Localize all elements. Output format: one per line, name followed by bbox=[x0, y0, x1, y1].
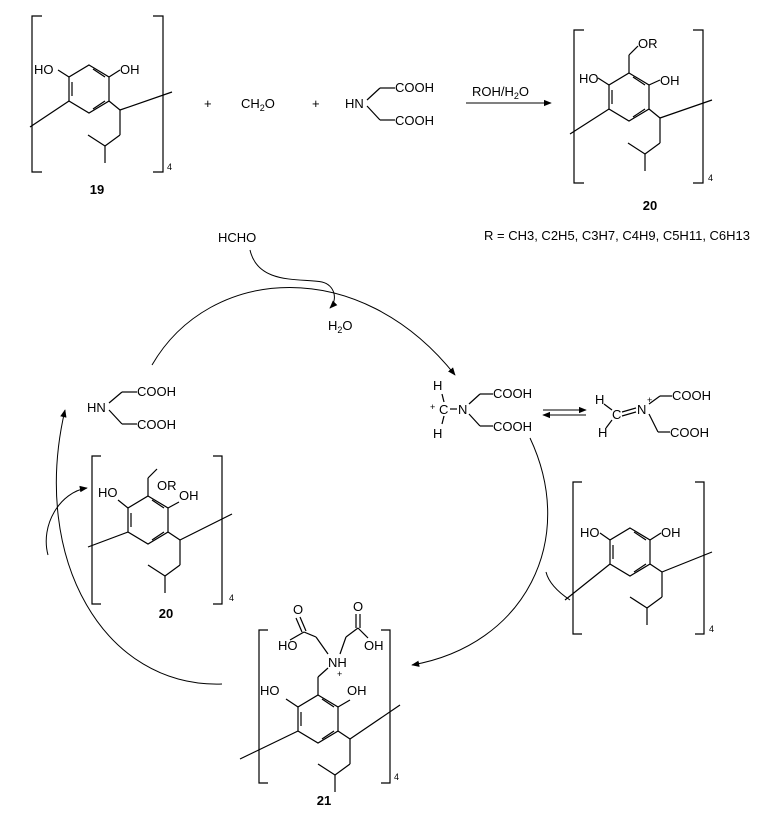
label-ho: HO bbox=[580, 525, 600, 540]
svg-text:COOH: COOH bbox=[395, 80, 434, 95]
formaldehyde: CH2O bbox=[241, 96, 275, 113]
label-oh: OH bbox=[660, 73, 680, 88]
svg-text:COOH: COOH bbox=[493, 419, 532, 434]
svg-text:N: N bbox=[637, 402, 646, 417]
svg-text:H: H bbox=[433, 378, 442, 393]
reaction-arrow: ROH/H2O bbox=[466, 84, 552, 107]
compound-21: NH + O HO O OH HO OH 4 21 bbox=[239, 599, 401, 808]
compound-label-20: 20 bbox=[643, 198, 657, 213]
substrate-19-cycle: HO OH 4 bbox=[564, 481, 714, 635]
charge-plus: + bbox=[337, 669, 342, 679]
label-ho: HO bbox=[98, 485, 118, 500]
compound-20-cycle: OR HO OH 4 20 bbox=[87, 455, 234, 621]
plus-sign: + bbox=[312, 96, 320, 111]
label-oh: OH bbox=[179, 488, 199, 503]
svg-text:+: + bbox=[430, 402, 435, 412]
cycle-arrow-left bbox=[56, 409, 223, 685]
bracket-left bbox=[258, 629, 268, 784]
repeat-count: 4 bbox=[708, 173, 713, 183]
carbocation-intermediate: H + C H N COOH COOH bbox=[430, 378, 532, 441]
bracket-left bbox=[572, 481, 582, 635]
bracket-left bbox=[573, 29, 584, 184]
svg-text:+: + bbox=[647, 395, 652, 405]
bracket-left bbox=[31, 15, 42, 173]
bracket-right bbox=[153, 15, 164, 173]
resorcinol-ring bbox=[297, 694, 339, 744]
compound-19: HO OH 4 19 bbox=[29, 15, 173, 197]
compound-label-19: 19 bbox=[90, 182, 104, 197]
svg-text:COOH: COOH bbox=[137, 384, 176, 399]
label-or: OR bbox=[157, 478, 177, 493]
compound-label-21: 21 bbox=[317, 793, 331, 808]
svg-text:COOH: COOH bbox=[493, 386, 532, 401]
svg-text:HN: HN bbox=[345, 96, 364, 111]
iminodiacetic-acid-top: HN COOH COOH bbox=[345, 80, 434, 128]
iminodiacetic-acid-cycle: HN COOH COOH bbox=[87, 384, 176, 432]
iminium-intermediate: H H C N + COOH COOH bbox=[595, 388, 711, 440]
cycle-arrow-right bbox=[411, 437, 549, 667]
svg-text:ROH/H2O: ROH/H2O bbox=[472, 84, 529, 101]
label-oh: OH bbox=[661, 525, 681, 540]
substrate-entry-arrow bbox=[545, 571, 571, 601]
resorcinol-ring bbox=[609, 527, 651, 577]
svg-text:CH2O: CH2O bbox=[241, 96, 275, 113]
bracket-left bbox=[91, 455, 101, 605]
label-or: OR bbox=[638, 36, 658, 51]
plus-sign: + bbox=[204, 96, 212, 111]
svg-text:COOH: COOH bbox=[137, 417, 176, 432]
bracket-right bbox=[693, 29, 704, 184]
repeat-count: 4 bbox=[167, 162, 172, 172]
label-oh: OH bbox=[347, 683, 367, 698]
svg-text:C: C bbox=[439, 402, 448, 417]
bracket-right bbox=[213, 455, 223, 605]
svg-text:HO: HO bbox=[278, 638, 298, 653]
equilibrium-arrows bbox=[542, 406, 587, 419]
svg-text:O: O bbox=[293, 602, 303, 617]
label-oh: OH bbox=[120, 62, 140, 77]
cycle-arrow-top bbox=[151, 287, 456, 376]
repeat-count: 4 bbox=[394, 772, 399, 782]
svg-text:OH: OH bbox=[364, 638, 384, 653]
resorcinol-ring bbox=[68, 64, 110, 114]
svg-text:H: H bbox=[598, 425, 607, 440]
svg-text:HN: HN bbox=[87, 400, 106, 415]
compound-label-20: 20 bbox=[159, 606, 173, 621]
hcho-label: HCHO bbox=[218, 230, 256, 245]
resorcinol-ring bbox=[608, 72, 650, 122]
svg-text:COOH: COOH bbox=[670, 425, 709, 440]
bracket-right bbox=[381, 629, 391, 784]
label-ho: HO bbox=[260, 683, 280, 698]
repeat-count: 4 bbox=[229, 593, 234, 603]
label-nh: NH bbox=[328, 655, 347, 670]
label-ho: HO bbox=[34, 62, 54, 77]
svg-text:H2O: H2O bbox=[328, 318, 353, 335]
compound-20-top: OR HO OH 4 20 bbox=[569, 29, 713, 213]
bracket-right bbox=[695, 481, 705, 635]
water-label: H2O bbox=[328, 318, 353, 335]
svg-text:COOH: COOH bbox=[395, 113, 434, 128]
svg-text:N: N bbox=[458, 402, 467, 417]
resorcinol-ring bbox=[127, 495, 169, 545]
repeat-count: 4 bbox=[709, 624, 714, 634]
svg-text:COOH: COOH bbox=[672, 388, 711, 403]
label-ho: HO bbox=[579, 71, 599, 86]
r-group-list: R = CH3, C2H5, C3H7, C4H9, C5H11, C6H13 bbox=[484, 228, 750, 243]
hcho-curved-arrow bbox=[249, 249, 338, 309]
svg-text:O: O bbox=[353, 599, 363, 614]
svg-text:H: H bbox=[595, 392, 604, 407]
svg-text:C: C bbox=[612, 407, 621, 422]
release-arrow bbox=[45, 485, 88, 556]
svg-text:H: H bbox=[433, 426, 442, 441]
